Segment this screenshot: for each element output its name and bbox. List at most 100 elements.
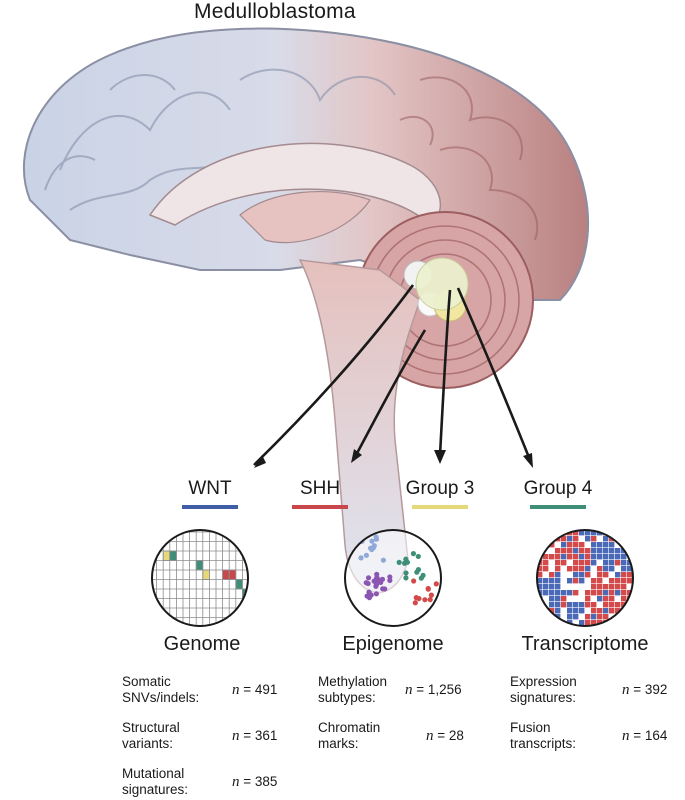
heatmap-cell (603, 572, 609, 578)
epigenome-point (364, 593, 370, 599)
heatmap-cell (543, 554, 549, 560)
heatmap-cell (627, 590, 633, 596)
heatmap-cell (585, 596, 591, 602)
heatmap-cell (561, 542, 567, 548)
stat-value: n = 361 (232, 728, 278, 744)
heatmap-cell (585, 542, 591, 548)
stat-number: 28 (448, 728, 464, 743)
heatmap-cell (561, 548, 567, 554)
heatmap-cell (543, 620, 549, 626)
heatmap-cell (603, 596, 609, 602)
heatmap-cell (537, 572, 543, 578)
stat-value: n = 385 (232, 774, 278, 790)
stat-value: n = 392 (622, 682, 668, 698)
heatmap-cell (543, 614, 549, 620)
heatmap-cell (573, 620, 579, 626)
heatmap-cell (549, 584, 555, 590)
heatmap-cell (603, 614, 609, 620)
heatmap-cell (609, 572, 615, 578)
genome-cell (162, 550, 171, 561)
heatmap-cell (537, 536, 543, 542)
epigenome-point (373, 591, 380, 597)
heatmap-cell (585, 608, 591, 614)
heatmap-cell (567, 584, 573, 590)
heatmap-cell (537, 530, 543, 536)
heatmap-cell (573, 596, 579, 602)
heatmap-cell (621, 560, 627, 566)
heatmap-cell (603, 584, 609, 590)
heatmap-cell (609, 548, 615, 554)
genome-cell (202, 569, 210, 580)
epigenome-point (403, 570, 409, 576)
heatmap-cell (609, 596, 615, 602)
heatmap-cell (615, 584, 621, 590)
subgroup-group3-label: Group 3 (405, 478, 475, 499)
tumour-group3 (415, 257, 469, 311)
heatmap-cell (591, 590, 597, 596)
heatmap-cell (561, 572, 567, 578)
heatmap-cell (579, 572, 585, 578)
heatmap-cell (579, 542, 585, 548)
heatmap-cell (615, 554, 621, 560)
heatmap-cell (561, 614, 567, 620)
heatmap-cell (537, 542, 543, 548)
stat-number: 1,256 (427, 682, 462, 697)
heatmap-cell (621, 590, 627, 596)
epigenome-point (374, 571, 380, 577)
heatmap-cell (597, 566, 603, 572)
heatmap-cell (597, 596, 603, 602)
heatmap-cell (555, 578, 561, 584)
n-symbol: n (232, 682, 240, 698)
heatmap-cell (567, 590, 573, 596)
heatmap-cell (579, 566, 585, 572)
stat-label: Structural variants: (122, 720, 180, 751)
heatmap-cell (537, 602, 543, 608)
heatmap-cell (597, 584, 603, 590)
heatmap-cell (615, 572, 621, 578)
heatmap-cell (621, 572, 627, 578)
heatmap-cell (627, 578, 633, 584)
stat-structural-variants: Structural variants: n = 361 (122, 720, 282, 754)
heatmap-cell (585, 548, 591, 554)
heatmap-cell (543, 530, 549, 536)
heatmap-cell (615, 560, 621, 566)
heatmap-cell (627, 584, 633, 590)
stat-chromatin-marks: Chromatin marks: n = 28 (318, 720, 478, 754)
heatmap-cell (561, 566, 567, 572)
heatmap-cell (627, 542, 633, 548)
heatmap-cell (585, 614, 591, 620)
heatmap-cell (615, 590, 621, 596)
stat-label: Mutational signatures: (122, 766, 189, 797)
heatmap-cell (597, 590, 603, 596)
heatmap-cell (555, 542, 561, 548)
heatmap-cell (555, 548, 561, 554)
stat-number: 392 (644, 682, 668, 697)
heatmap-cell (573, 578, 579, 584)
heatmap-cell (573, 602, 579, 608)
heatmap-cell (621, 566, 627, 572)
heatmap-cell (591, 620, 597, 626)
heatmap-cell (621, 554, 627, 560)
stat-number: 385 (254, 774, 278, 789)
stat-label: Chromatin marks: (318, 720, 381, 751)
heatmap-cell (561, 584, 567, 590)
heatmap-cell (591, 608, 597, 614)
heatmap-cell (555, 554, 561, 560)
epigenome-point (396, 559, 402, 565)
heatmap-cell (573, 530, 579, 536)
n-symbol: n (426, 728, 434, 744)
epigenome-point (373, 536, 380, 542)
heatmap-cell (591, 560, 597, 566)
stat-fusion-transcripts: Fusion transcripts: n = 164 (510, 720, 680, 754)
subgroup-wnt-label: WNT (188, 478, 232, 499)
heatmap-cell (555, 572, 561, 578)
heatmap-cell (579, 614, 585, 620)
heatmap-cell (555, 530, 561, 536)
heatmap-cell (549, 608, 555, 614)
heatmap-cell (573, 608, 579, 614)
heatmap-cell (621, 536, 627, 542)
heatmap-cell (585, 530, 591, 536)
heatmap-cell (603, 602, 609, 608)
heatmap-cell (597, 602, 603, 608)
